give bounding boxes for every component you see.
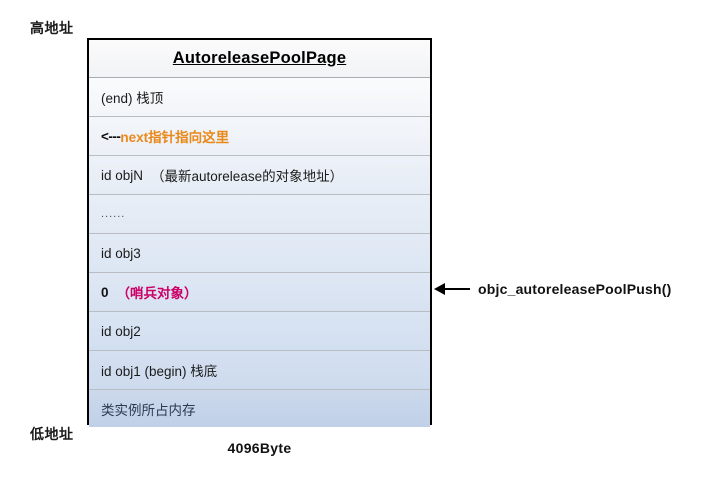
row-ellipsis-label: ......: [101, 208, 126, 220]
row-obj-2: id obj2: [89, 312, 430, 351]
row-next-pointer: <--- next指针指向这里: [89, 117, 430, 156]
row-obj-3-label: id obj3: [101, 245, 141, 261]
row-obj-2-label: id obj2: [101, 323, 141, 339]
left-arrow-icon: [434, 283, 470, 295]
arrow-head: [434, 283, 445, 295]
next-pointer-arrow-glyph-icon: <---: [101, 128, 121, 144]
page-size-label: 4096Byte: [227, 440, 292, 456]
low-address-label: 低地址: [30, 426, 74, 442]
push-callout: objc_autoreleasePoolPush(): [434, 279, 671, 299]
row-sentinel-note: （哨兵对象）: [116, 286, 198, 301]
row-obj-1: id obj1 (begin) 栈底: [89, 351, 430, 390]
high-address-label: 高地址: [30, 20, 74, 36]
row-next-pointer-label: next指针指向这里: [120, 130, 230, 145]
row-obj-3: id obj3: [89, 234, 430, 273]
row-obj-n: id objN （最新autorelease的对象地址）: [89, 156, 430, 195]
push-callout-label: objc_autoreleasePoolPush(): [478, 281, 672, 297]
row-obj-1-label: id obj1 (begin) 栈底: [101, 364, 218, 379]
row-end-stack-top-label: (end) 栈顶: [101, 91, 164, 106]
page-title-row: AutoreleasePoolPage: [89, 40, 430, 78]
autorelease-pool-page-box: AutoreleasePoolPage (end) 栈顶 <--- next指针…: [87, 38, 432, 427]
row-obj-n-note: （最新autorelease的对象地址）: [151, 169, 344, 184]
row-class-instance-memory: 类实例所占内存: [89, 390, 430, 427]
arrow-shaft: [443, 288, 470, 290]
row-sentinel-value: 0: [101, 284, 109, 300]
row-obj-n-label: id objN: [101, 167, 144, 183]
row-ellipsis: ......: [89, 195, 430, 234]
row-class-instance-memory-label: 类实例所占内存: [101, 402, 196, 418]
row-end-stack-top: (end) 栈顶: [89, 78, 430, 117]
page-title: AutoreleasePoolPage: [172, 49, 347, 67]
row-sentinel: 0 （哨兵对象）: [89, 273, 430, 312]
